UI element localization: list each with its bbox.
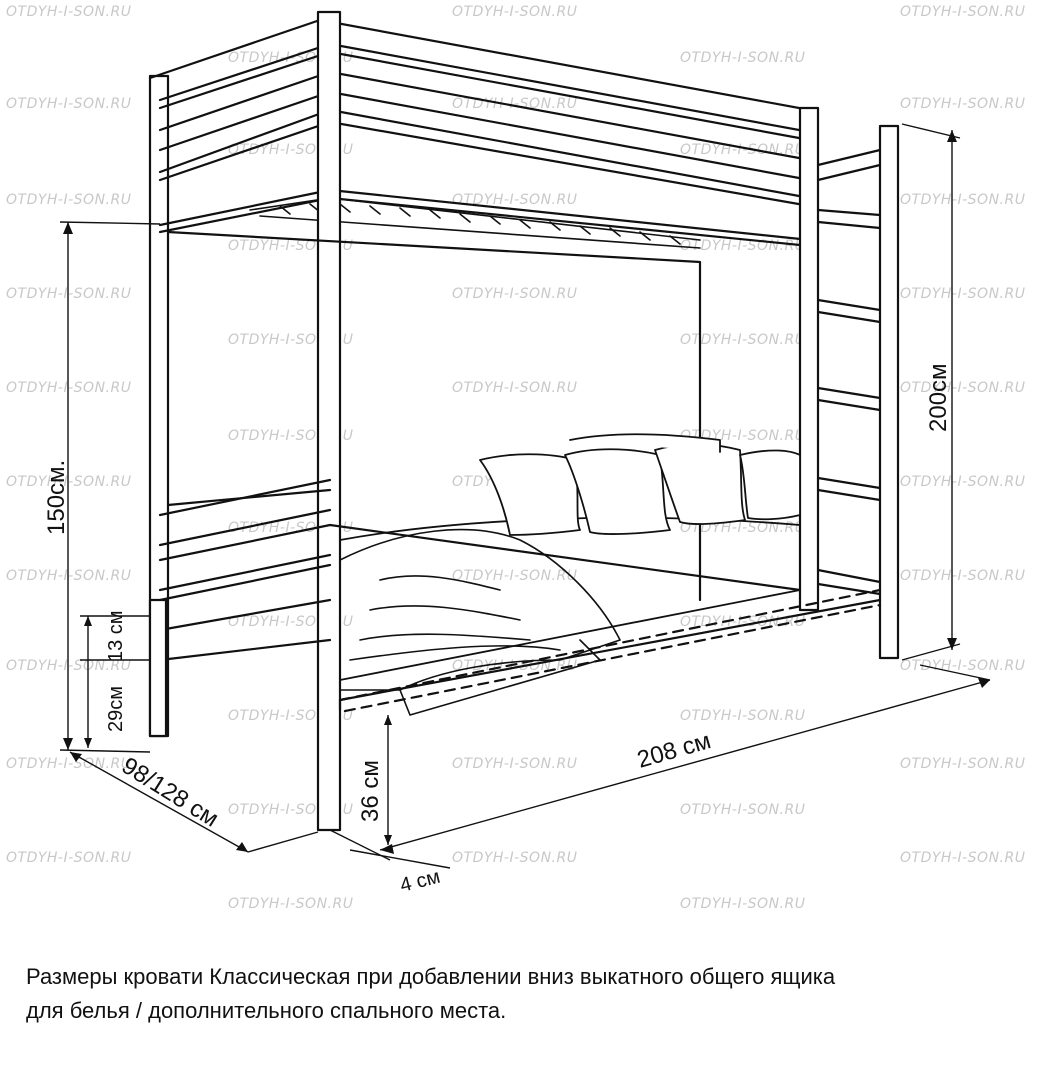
dim-36: 36 см [357,760,384,822]
dim-200: 200см [925,363,952,432]
watermark: OTDYH-I-SON.RU [452,4,577,20]
watermark: OTDYH-I-SON.RU [452,192,577,208]
watermark: OTDYH-I-SON.RU [680,50,805,66]
dim-98-128: 98/128 см [117,752,223,832]
watermark: OTDYH-I-SON.RU [900,568,1025,584]
dimension-arrows [63,130,990,854]
watermark: OTDYH-I-SON.RU [6,192,131,208]
watermark: OTDYH-I-SON.RU [680,332,805,348]
watermark: OTDYH-I-SON.RU [900,756,1025,772]
mattress [339,516,801,681]
watermark: OTDYH-I-SON.RU [900,286,1025,302]
watermark: OTDYH-I-SON.RU [6,380,131,396]
watermark: OTDYH-I-SON.RU [900,192,1025,208]
watermark: OTDYH-I-SON.RU [900,380,1025,396]
watermark: OTDYH-I-SON.RU [680,896,805,912]
watermark: OTDYH-I-SON.RU [452,568,577,584]
watermark: OTDYH-I-SON.RU [6,286,131,302]
pillows [479,433,801,536]
watermark: OTDYH-I-SON.RU [452,850,577,866]
watermark: OTDYH-I-SON.RU [680,708,805,724]
pull-out-drawer [338,588,882,714]
dim-13: 13 см [105,610,127,662]
watermark: OTDYH-I-SON.RU [680,802,805,818]
inner-frame [166,230,702,602]
back-right-post [798,106,900,660]
dim-150: 150см. [43,460,70,535]
dim-4: 4 см [398,866,443,897]
watermark: OTDYH-I-SON.RU [900,96,1025,112]
watermark: OTDYH-I-SON.RU [6,96,131,112]
lower-side-rails [158,478,882,702]
watermark: OTDYH-I-SON.RU [452,286,577,302]
watermark: OTDYH-I-SON.RU [900,4,1025,20]
watermark: OTDYH-I-SON.RU [452,380,577,396]
dim-208: 208 см [634,727,714,774]
dim-29: 29см [105,686,127,732]
watermark: OTDYH-I-SON.RU [900,474,1025,490]
watermark: OTDYH-I-SON.RU [6,756,131,772]
watermark: OTDYH-I-SON.RU [6,4,131,20]
blanket [339,528,621,716]
watermark: OTDYH-I-SON.RU [900,658,1025,674]
front-right-post [316,10,342,832]
watermark: OTDYH-I-SON.RU [6,850,131,866]
watermark: OTDYH-I-SON.RU [900,850,1025,866]
caption: Размеры кровати Классическая при добавле… [26,960,1036,1028]
caption-line-1: Размеры кровати Классическая при добавле… [26,964,836,989]
watermark: OTDYH-I-SON.RU [452,756,577,772]
watermark: OTDYH-I-SON.RU [680,614,805,630]
watermark: OTDYH-I-SON.RU [228,896,353,912]
caption-line-2: для белья / дополнительного спального ме… [26,998,507,1023]
watermark: OTDYH-I-SON.RU [6,568,131,584]
ladder [816,148,882,596]
bunk-bed-drawing: OTDYH-I-SON.RU OTDYH-I-SON.RU OTDYH-I-SO… [6,4,1025,912]
dimension-lines [59,123,991,869]
